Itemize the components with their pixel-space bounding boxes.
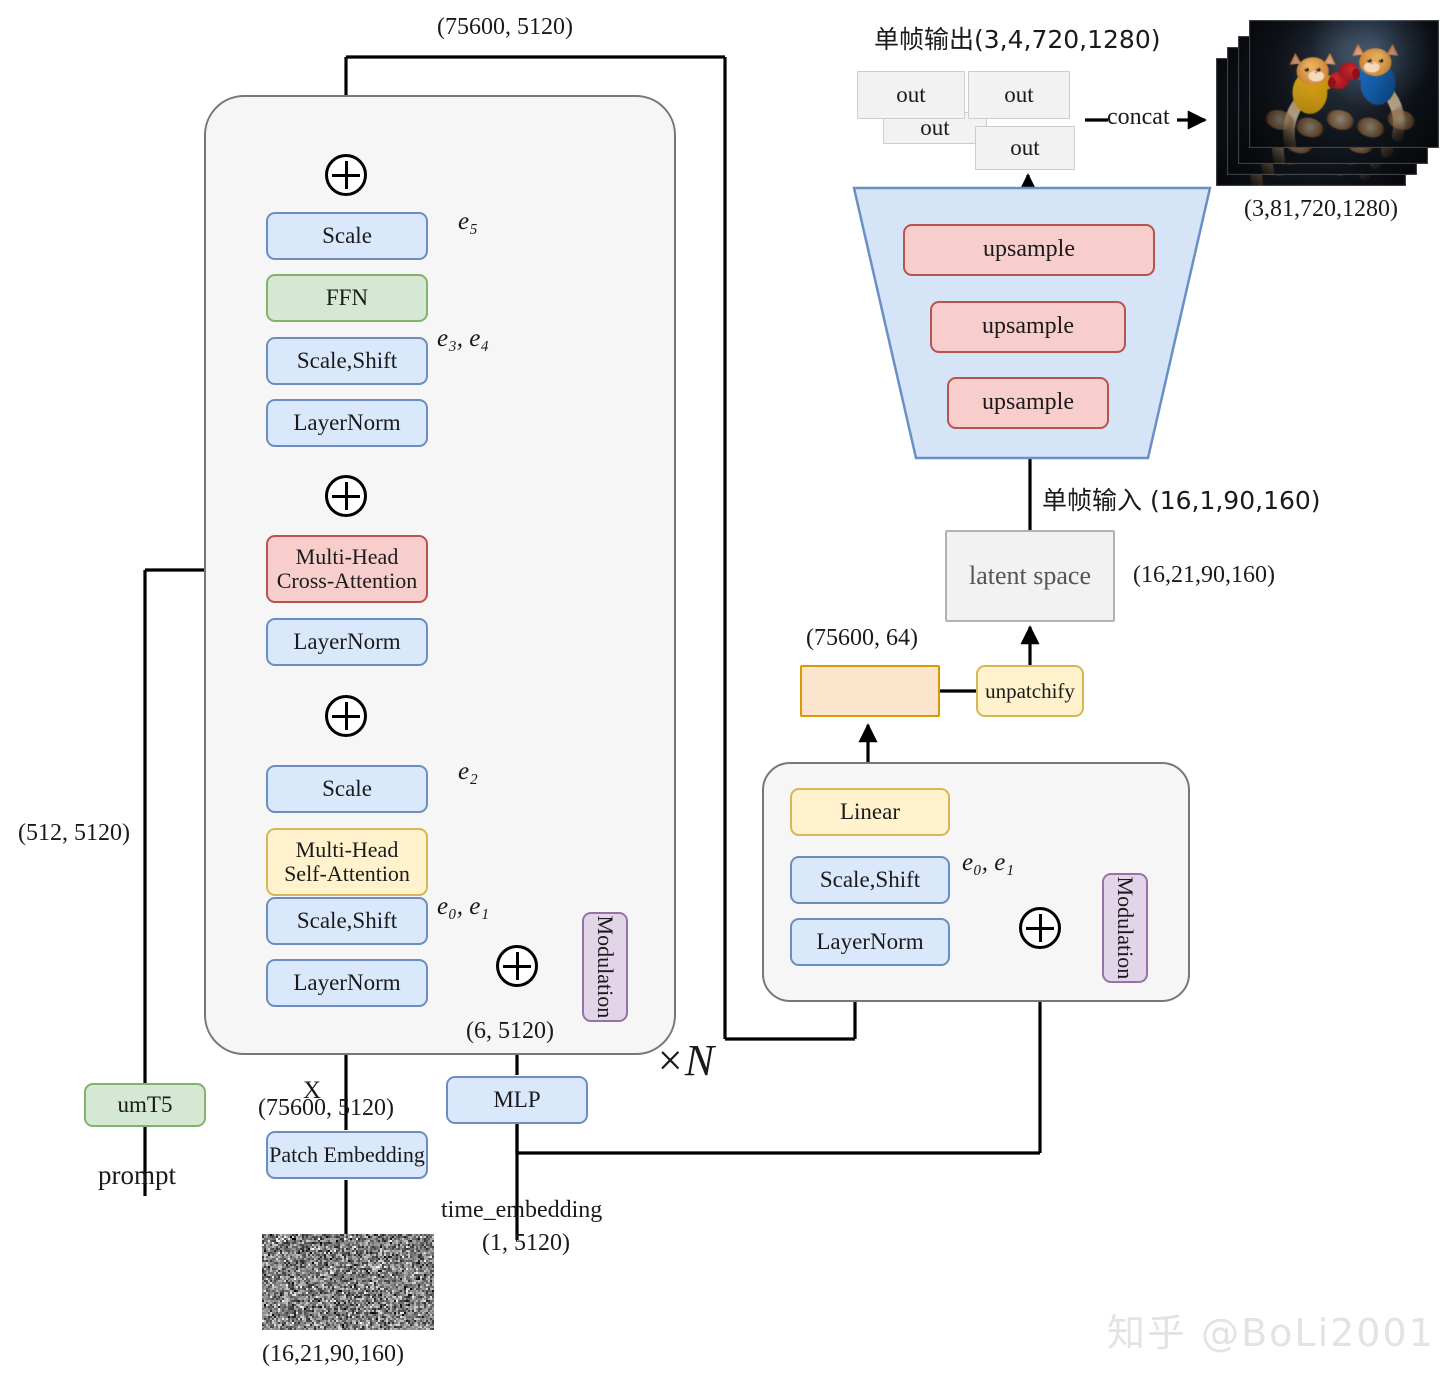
dit-cross-attention[interactable]: Multi-Head Cross-Attention bbox=[266, 535, 428, 603]
residual-add-self-attention bbox=[325, 695, 367, 737]
upsample-3-label: upsample bbox=[983, 237, 1075, 263]
modulation-add-head bbox=[1019, 907, 1061, 949]
watermark: 知乎 @BoLi2001 bbox=[1107, 1302, 1435, 1357]
dit-ffn[interactable]: FFN bbox=[266, 274, 428, 322]
upsample-2[interactable]: upsample bbox=[930, 301, 1126, 353]
label-text-shape: (512, 5120) bbox=[18, 820, 130, 847]
video-frame-stack bbox=[1216, 14, 1440, 188]
time-mlp-label: MLP bbox=[493, 1088, 540, 1113]
out-frame-4: out bbox=[975, 126, 1075, 170]
label-e2: e₂ bbox=[458, 758, 478, 786]
unpatchify[interactable]: unpatchify bbox=[976, 665, 1084, 717]
unpatchify-label: unpatchify bbox=[985, 680, 1075, 703]
dit-ffn-scale-label: Scale bbox=[322, 224, 372, 249]
latent-space-label: latent space bbox=[969, 562, 1091, 590]
dit-self-attention[interactable]: Multi-Head Self-Attention bbox=[266, 828, 428, 896]
dit-attn-scale-label: Scale bbox=[322, 777, 372, 802]
dit-modulation-label: Modulation bbox=[593, 916, 617, 1019]
head-scale-shift-label: Scale,Shift bbox=[820, 868, 920, 893]
label-frame-output: 单帧输出(3,4,720,1280) bbox=[874, 20, 1161, 56]
label-time-embedding: time_embedding bbox=[441, 1197, 602, 1224]
dit-ffn-scale-shift-label: Scale,Shift bbox=[297, 349, 397, 374]
dit-attn-scale-shift-label: Scale,Shift bbox=[297, 909, 397, 934]
label-x-shape: (75600, 5120) bbox=[258, 1095, 394, 1122]
dit-cross-layernorm-label: LayerNorm bbox=[293, 630, 400, 655]
dit-attn-scale-shift[interactable]: Scale,Shift bbox=[266, 897, 428, 945]
dit-cross-layernorm[interactable]: LayerNorm bbox=[266, 618, 428, 666]
dit-ffn-layernorm-label: LayerNorm bbox=[293, 411, 400, 436]
label-frame-input: 单帧输入 (16,1,90,160) bbox=[1042, 481, 1321, 517]
out-frame-2: out bbox=[968, 71, 1070, 119]
head-modulation[interactable]: Modulation bbox=[1102, 873, 1148, 983]
dit-ffn-scale[interactable]: Scale bbox=[266, 212, 428, 260]
time-mlp[interactable]: MLP bbox=[446, 1076, 588, 1124]
dit-ffn-label: FFN bbox=[326, 286, 368, 311]
modulation-add-dit bbox=[496, 945, 538, 987]
label-prompt: prompt bbox=[98, 1160, 176, 1191]
upsample-2-label: upsample bbox=[982, 314, 1074, 340]
text-encoder-label: umT5 bbox=[118, 1093, 173, 1118]
head-linear-label: Linear bbox=[840, 800, 900, 825]
upsample-1[interactable]: upsample bbox=[947, 377, 1109, 429]
label-video-shape: (3,81,720,1280) bbox=[1244, 196, 1398, 223]
upsample-1-label: upsample bbox=[982, 390, 1074, 416]
patch-embedding-label: Patch Embedding bbox=[269, 1143, 425, 1167]
latent-space: latent space bbox=[945, 530, 1115, 622]
out-frame-2-label: out bbox=[1004, 83, 1033, 108]
label-repeat-n: ×N bbox=[655, 1035, 714, 1086]
dit-attn-layernorm[interactable]: LayerNorm bbox=[266, 959, 428, 1007]
head-layernorm-label: LayerNorm bbox=[816, 930, 923, 955]
head-modulation-label: Modulation bbox=[1113, 877, 1137, 980]
label-e0-e1-dit: e₀, e₁ bbox=[437, 893, 489, 921]
dit-self-attention-label: Multi-Head Self-Attention bbox=[284, 838, 410, 886]
head-linear[interactable]: Linear bbox=[790, 788, 950, 836]
label-concat: concat bbox=[1107, 104, 1170, 131]
noise-latent-image bbox=[262, 1234, 434, 1330]
head-output-tensor bbox=[800, 665, 940, 717]
label-e0-e1-head: e₀, e₁ bbox=[962, 849, 1014, 877]
dit-cross-attention-label: Multi-Head Cross-Attention bbox=[277, 545, 418, 593]
out-frame-3-label: out bbox=[920, 116, 949, 141]
label-e5: e₅ bbox=[458, 208, 478, 236]
residual-add-cross-attention bbox=[325, 475, 367, 517]
label-top-shape: (75600, 5120) bbox=[437, 14, 573, 41]
patch-embedding[interactable]: Patch Embedding bbox=[266, 1131, 428, 1179]
label-time-shape: (1, 5120) bbox=[482, 1230, 570, 1257]
dit-attn-scale[interactable]: Scale bbox=[266, 765, 428, 813]
label-modulation-shape: (6, 5120) bbox=[466, 1018, 554, 1045]
dit-ffn-scale-shift[interactable]: Scale,Shift bbox=[266, 337, 428, 385]
label-latent-shape: (16,21,90,160) bbox=[1133, 562, 1275, 589]
out-frame-1-label: out bbox=[896, 83, 925, 108]
text-encoder-umt5[interactable]: umT5 bbox=[84, 1083, 206, 1127]
dit-attn-layernorm-label: LayerNorm bbox=[293, 971, 400, 996]
label-head-output-shape: (75600, 64) bbox=[806, 625, 918, 652]
dit-modulation[interactable]: Modulation bbox=[582, 912, 628, 1022]
out-frame-4-label: out bbox=[1010, 136, 1039, 161]
head-scale-shift[interactable]: Scale,Shift bbox=[790, 856, 950, 904]
out-frame-1: out bbox=[857, 71, 965, 119]
residual-add-ffn bbox=[325, 154, 367, 196]
label-noise-shape: (16,21,90,160) bbox=[262, 1341, 404, 1368]
head-layernorm[interactable]: LayerNorm bbox=[790, 918, 950, 966]
upsample-3[interactable]: upsample bbox=[903, 224, 1155, 276]
dit-ffn-layernorm[interactable]: LayerNorm bbox=[266, 399, 428, 447]
label-e3-e4: e₃, e₄ bbox=[437, 325, 489, 353]
